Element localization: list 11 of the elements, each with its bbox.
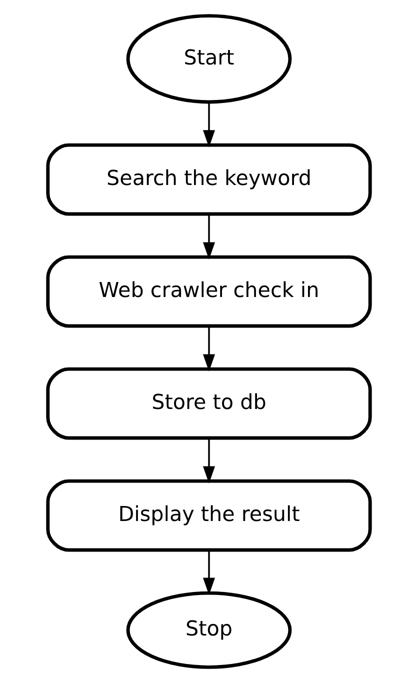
node-ellipse: Start	[126, 14, 292, 104]
arrow	[202, 214, 215, 260]
arrow	[202, 326, 215, 372]
node-box: Store to db	[46, 367, 372, 440]
node-box: Web crawler check in	[46, 255, 372, 328]
arrow	[202, 102, 215, 148]
node-box: Search the keyword	[46, 143, 372, 216]
arrow	[202, 550, 215, 595]
node-ellipse: Stop	[126, 591, 292, 669]
node-box: Display the result	[46, 479, 372, 552]
arrow	[202, 438, 215, 484]
